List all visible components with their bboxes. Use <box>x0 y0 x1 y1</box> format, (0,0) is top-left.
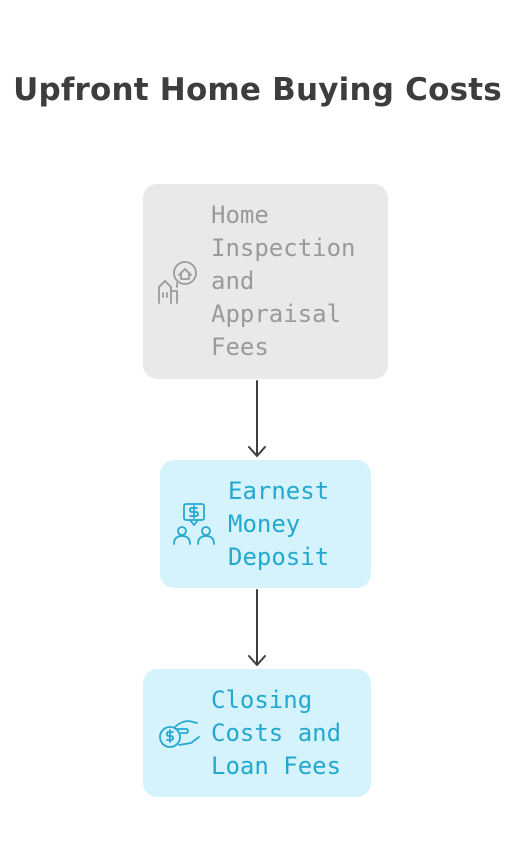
arrow-2 <box>248 589 266 666</box>
diagram-title: Upfront Home Buying Costs <box>13 72 502 108</box>
node-home-inspection: Home Inspection and Appraisal Fees <box>143 184 388 379</box>
home-inspection-icon <box>155 259 201 305</box>
node-label-line: Earnest Money Deposit <box>228 476 330 571</box>
node-earnest-money: Earnest Money Deposit <box>160 460 371 588</box>
money-hand-icon <box>157 713 201 753</box>
node-closing-costs: Closing Costs and Loan Fees <box>143 669 371 797</box>
node-label: Earnest Money Deposit <box>228 475 329 574</box>
arrow-1 <box>248 380 266 457</box>
node-label-line: Closing Costs and Loan Fees <box>211 685 342 780</box>
node-label: Closing Costs and Loan Fees <box>211 684 341 783</box>
money-exchange-icon <box>172 502 216 546</box>
node-label: Home Inspection and Appraisal Fees <box>211 199 356 364</box>
node-label-line: Home Inspection and Appraisal Fees <box>211 201 356 361</box>
